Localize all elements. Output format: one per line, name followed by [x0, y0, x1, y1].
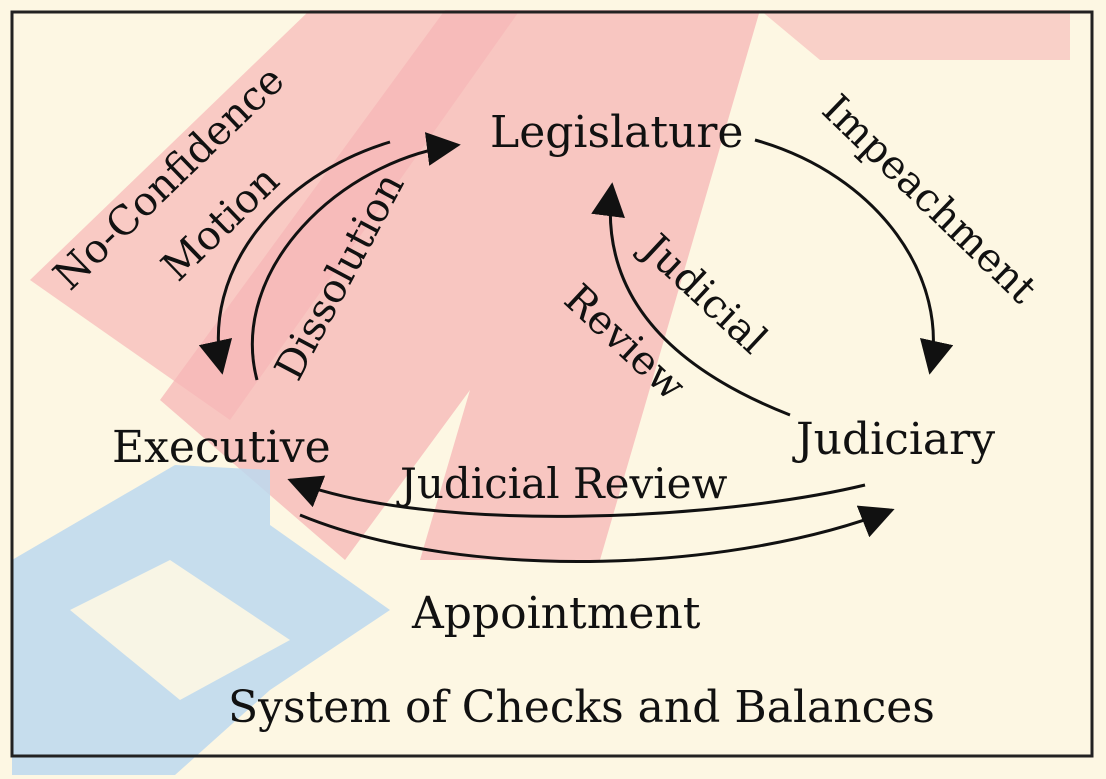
judicial-review-to-legislature-arrow [591, 182, 791, 417]
judicial-review-to-executive-arrow [287, 475, 866, 518]
diagram-frame [10, 10, 1094, 758]
no-confidence-arrow [198, 140, 391, 375]
watermark [12, 10, 1070, 775]
diagram-caption: System of Checks and Balances [228, 682, 935, 733]
watermark-red-band [160, 10, 760, 560]
impeachment-arrow [754, 138, 954, 375]
arrows [198, 132, 954, 563]
label-judicial-review-horizontal: Judicial Review [396, 459, 727, 508]
node-judiciary: Judiciary [792, 414, 995, 465]
watermark-red-stroke [30, 10, 520, 420]
watermark-red-top-right [760, 10, 1070, 60]
node-legislature: Legislature [490, 107, 743, 158]
label-impeachment: Impeachment [813, 86, 1045, 313]
label-appointment: Appointment [411, 588, 701, 639]
node-executive: Executive [112, 422, 331, 473]
appointment-arrow [299, 505, 895, 563]
watermark-blue-inner [70, 560, 290, 700]
dissolution-arrow [250, 132, 461, 381]
